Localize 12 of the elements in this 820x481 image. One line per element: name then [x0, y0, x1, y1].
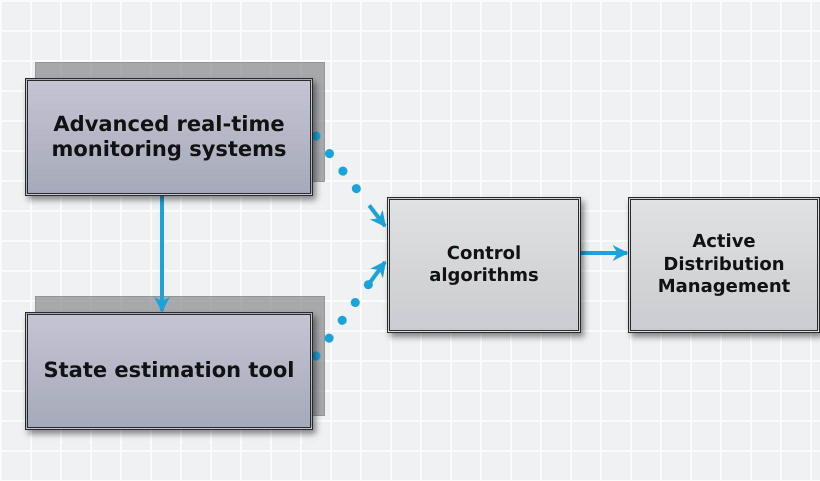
arrow [581, 245, 629, 261]
box-label: Advanced real-time monitoring systems [50, 112, 288, 162]
process-box [25, 312, 313, 430]
arrow [154, 196, 170, 313]
dotted-arrow [312, 132, 387, 228]
box-label: State estimation tool [42, 358, 296, 384]
dotted-arrow [312, 260, 387, 360]
process-box [25, 78, 313, 196]
process-box [628, 197, 820, 333]
box-label: Active Distribution Management [656, 231, 792, 299]
box-label: Control algorithms [428, 242, 540, 288]
process-box [387, 197, 581, 333]
